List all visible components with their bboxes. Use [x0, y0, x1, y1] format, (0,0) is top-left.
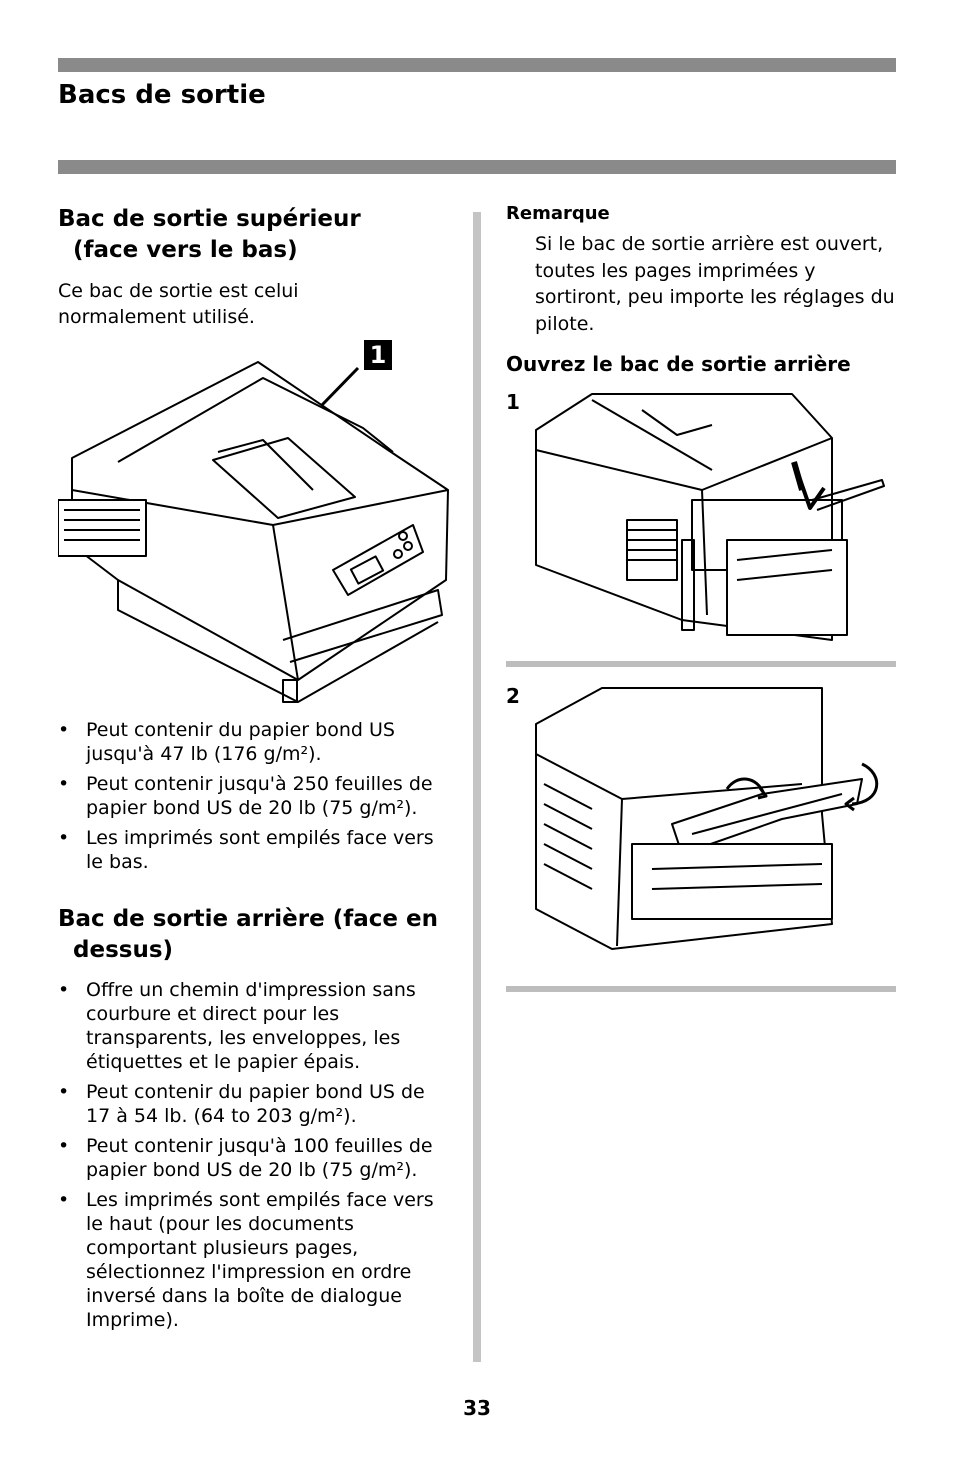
- list-item: Les imprimés sont empilés face vers le b…: [58, 826, 448, 874]
- rear-tray-step1-illustration: [535, 393, 885, 641]
- section-heading-top-tray: Bac de sortie supérieur (face vers le ba…: [58, 206, 361, 263]
- section-heading-rear-tray: Bac de sortie arrière (face en dessus): [58, 906, 438, 963]
- top-tray-intro: Ce bac de sortie est celui normalement u…: [58, 280, 299, 328]
- list-item: Peut contenir jusqu'à 250 feuilles de pa…: [58, 772, 448, 820]
- rear-tray-step2-illustration: [535, 687, 879, 950]
- step-number: 1: [506, 390, 520, 414]
- procedure-heading: Ouvrez le bac de sortie arrière: [506, 352, 851, 376]
- list-item: Peut contenir du papier bond US jusqu'à …: [58, 718, 448, 766]
- note-label: Remarque: [506, 203, 610, 224]
- header-bottom-bar: [58, 160, 896, 174]
- page-number: 33: [463, 1396, 491, 1420]
- list-item: Les imprimés sont empilés face vers le h…: [58, 1188, 450, 1332]
- list-item: Offre un chemin d'impression sans courbu…: [58, 978, 450, 1074]
- list-item: Peut contenir jusqu'à 100 feuilles de pa…: [58, 1134, 450, 1182]
- list-item: Peut contenir du papier bond US de 17 à …: [58, 1080, 450, 1128]
- note-text: Si le bac de sortie arrière est ouvert, …: [535, 233, 895, 335]
- rear-tray-bullets: Offre un chemin d'impression sans courbu…: [58, 978, 450, 1338]
- step-divider: [506, 661, 896, 667]
- callout-number: 1: [364, 340, 392, 370]
- header-top-bar: [58, 58, 896, 72]
- step-number: 2: [506, 684, 520, 708]
- printer-top-view-illustration: [58, 361, 449, 703]
- column-divider: [473, 212, 481, 1362]
- top-tray-bullets: Peut contenir du papier bond US jusqu'à …: [58, 718, 448, 880]
- section-end-divider: [506, 986, 896, 992]
- page-title: Bacs de sortie: [58, 80, 266, 110]
